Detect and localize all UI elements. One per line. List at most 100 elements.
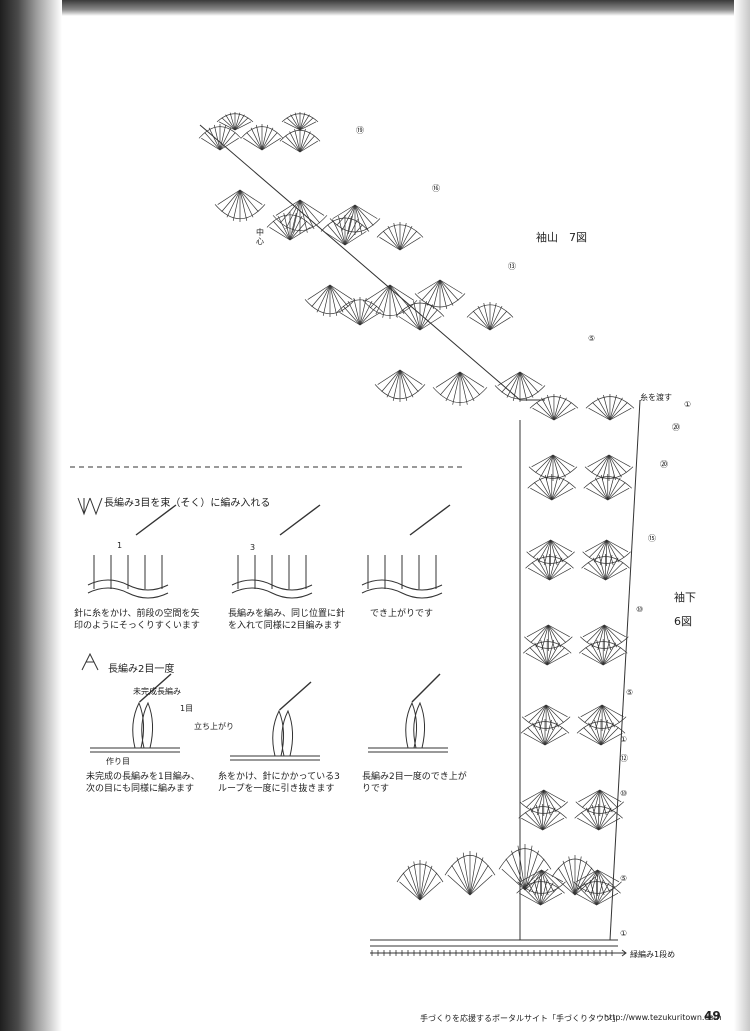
foundation-label: 緑編み1段め [630, 950, 676, 959]
stitch-fan [528, 454, 578, 481]
row-marker: ⑲ [356, 126, 364, 135]
row-marker: ① [620, 735, 628, 744]
caption-line: 針に糸をかけ、前段の空間を矢 [74, 609, 200, 619]
stitch-fan [395, 300, 445, 331]
stitch-fan [266, 212, 314, 241]
row-marker: ⑤ [620, 874, 628, 883]
caption-line: でき上がりです [370, 609, 434, 619]
stitch-fan [216, 112, 254, 131]
step-number: 1 [117, 541, 123, 550]
stitch-fan [581, 554, 630, 581]
stitch-fan [582, 539, 631, 566]
stitch-fan [518, 804, 567, 831]
technique1-title: 長編み3目を束（そく）に編み入れる [104, 498, 271, 509]
sleeve-under-fig-label: 6図 [674, 615, 692, 628]
caption-line: 長編み2目一度のでき上が [362, 772, 467, 782]
caption-line: 糸をかけ、針にかかっている3 [218, 772, 340, 782]
yarn-sketch [90, 673, 180, 753]
tag-incomplete-dc: 未完成長編み [133, 687, 181, 696]
technique2-step1-caption: 未完成の長編みを1目編み、 次の目にも同様に編みます [86, 771, 200, 795]
stitch-fan [585, 394, 635, 421]
stitch-fan [526, 539, 575, 566]
stitch-fan [573, 869, 622, 896]
stitch-fan [529, 394, 579, 421]
stitch-fan [362, 284, 418, 319]
yarn-sketch [231, 504, 321, 599]
yarn-sketch [230, 681, 320, 761]
stitch-fan [572, 879, 621, 906]
row-marker: ⑬ [508, 262, 516, 271]
stitch-fan [214, 189, 266, 222]
stitch-symbol-icon [77, 497, 103, 671]
stitch-fan [521, 704, 571, 731]
stitch-fan [466, 302, 514, 331]
foundation-chain [370, 945, 627, 957]
technique1-step2-caption: 長編みを編み、同じ位置に針 を入れて同様に2目編みます [228, 608, 345, 632]
stitch-fan [414, 279, 466, 310]
caption-line: りです [362, 784, 390, 794]
caption-line: 未完成の長編みを1目編み、 [86, 772, 200, 782]
row-marker: ⑤ [588, 334, 596, 343]
chart-fans [198, 112, 635, 956]
row-marker: ⑳ [672, 423, 680, 432]
row-marker: ⑳ [660, 460, 668, 469]
stitch-fan [527, 474, 576, 501]
stitch-fan [336, 297, 384, 326]
stitch-fan [580, 624, 629, 651]
tag-foundation-chain: 作り目 [106, 757, 130, 766]
caption-line: ループを一度に引き抜きます [218, 784, 335, 794]
technique1-step3-caption: でき上がりです [370, 608, 433, 620]
stitch-fan [551, 855, 599, 896]
row-marker: ⑩ [636, 605, 644, 614]
row-marker: ① [620, 929, 628, 938]
pass-yarn-label: 糸を渡す [640, 393, 672, 402]
technique2-title: 長編み2目一度 [108, 664, 175, 675]
stitch-fan [525, 554, 574, 581]
stitch-fan [516, 879, 565, 906]
stitch-fan [575, 789, 625, 816]
sleeve-under-label: 袖下 [674, 591, 696, 604]
caption-line: 次の目にも同様に編みます [86, 784, 195, 794]
tag-turning-chain: 立ち上がり [194, 722, 234, 731]
stitch-fan [396, 860, 444, 901]
page-number: 49 [704, 1009, 721, 1023]
row-marker: ⑫ [620, 754, 628, 763]
stitch-fan [329, 204, 381, 235]
scan-shadow-right [734, 0, 750, 1031]
stitch-fan [304, 284, 356, 317]
stitch-fan [577, 704, 627, 731]
row-marker: ⑮ [648, 534, 656, 543]
caption-line: を入れて同様に2目編みます [228, 621, 342, 631]
stitch-fan [198, 124, 242, 151]
footer-url[interactable]: http://www.tezukuritown.com [604, 1013, 722, 1022]
stitch-fan [524, 624, 573, 651]
row-marker: ⑯ [432, 184, 440, 193]
row-marker: ⑩ [620, 789, 628, 798]
stitch-fan [584, 454, 634, 481]
stitch-fan [279, 128, 321, 153]
sleeve-cap-label: 袖山 7図 [536, 231, 587, 244]
stitch-fan [576, 719, 626, 746]
scan-shadow-left [0, 0, 62, 1031]
stitch-fan [374, 369, 426, 402]
footer-site-text: 手づくりを応援するポータルサイト「手づくりタウン」 [420, 1014, 620, 1023]
stitch-fan [519, 789, 569, 816]
stitch-fan [520, 719, 570, 746]
stitch-fan [574, 804, 623, 831]
stitch-fan [583, 474, 632, 501]
technique2-step3-caption: 長編み2目一度のでき上が りです [362, 771, 467, 795]
stitch-fan [432, 371, 488, 406]
technique-illustrations [77, 497, 451, 761]
yarn-sketch [87, 504, 177, 599]
technique2-step2-caption: 糸をかけ、針にかかっている3 ループを一度に引き抜きます [218, 771, 340, 795]
caption-line: 長編みを編み、同じ位置に針 [228, 609, 346, 619]
tag-one-stitch: 1目 [180, 704, 194, 713]
stitch-fan [578, 639, 628, 666]
row-marker: ⑤ [626, 688, 634, 697]
stitch-fan [498, 844, 552, 891]
stitch-fan [494, 371, 546, 402]
scan-shadow-top [0, 0, 750, 16]
technique1-step1-caption: 針に糸をかけ、前段の空間を矢 印のようにそっくりすくいます [74, 608, 200, 632]
